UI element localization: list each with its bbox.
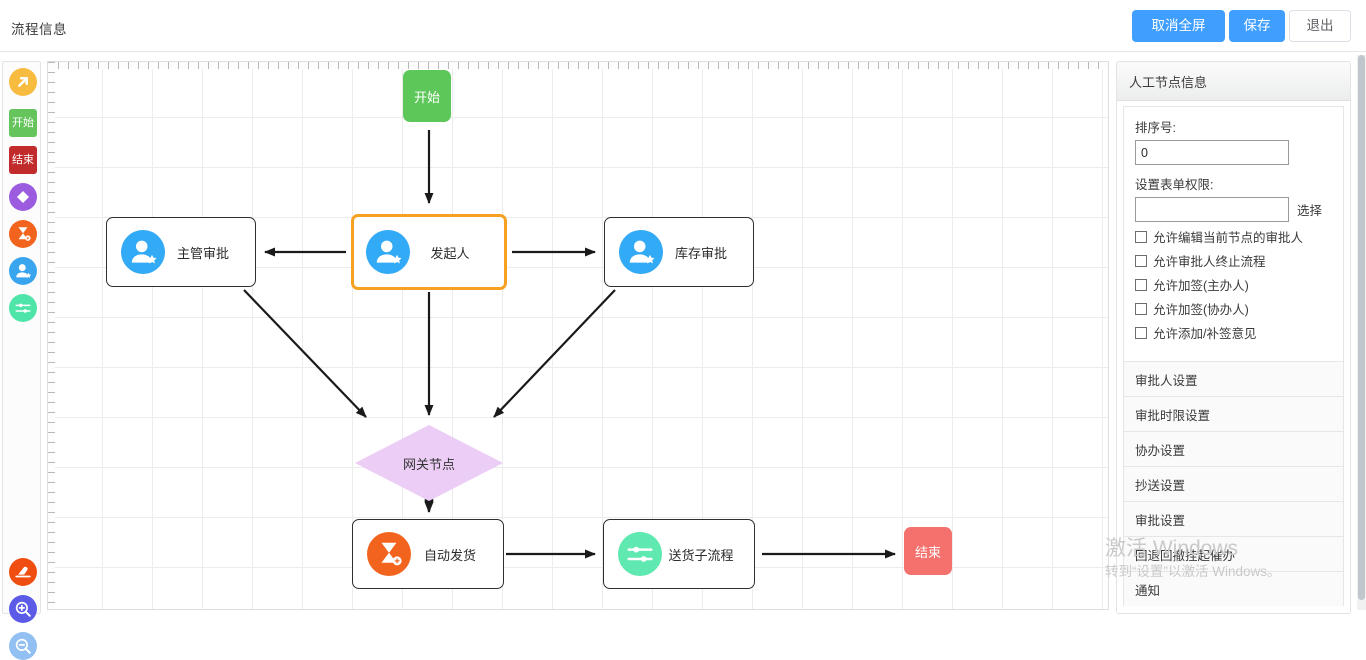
checkbox[interactable] [1135,254,1147,267]
checkbox[interactable] [1135,326,1147,339]
hourglass-icon [367,532,411,576]
zoom-out-tool[interactable] [9,632,37,660]
exit-button[interactable]: 退出 [1289,10,1351,42]
sliders-icon [618,532,662,576]
section-label: 回退回撤挂起催办 [1135,548,1236,563]
node-label: 网关节点 [402,456,455,472]
permission-label: 允许审批人终止流程 [1153,255,1266,269]
zoom-in-tool[interactable] [9,595,37,623]
choose-form-permission-link[interactable]: 选择 [1297,204,1323,218]
node-palette: 开始结束 [2,61,41,660]
node-label: 开始 [413,89,440,105]
page-scrollbar[interactable] [1357,55,1366,610]
zoom-out-icon [14,637,32,655]
flow-node-autoship[interactable]: 自动发货 [352,519,504,589]
gateway-tool[interactable] [9,183,37,211]
user-icon [619,230,663,274]
permission-row-0[interactable]: 允许编辑当前节点的审批人 [1135,227,1332,246]
flow-node-subflow[interactable]: 送货子流程 [603,519,755,589]
section-label: 审批人设置 [1135,373,1198,388]
flow-node-start[interactable]: 开始 [403,70,451,122]
sort-number-label: 排序号: [1135,121,1176,135]
cancel-fullscreen-button[interactable]: 取消全屏 [1132,10,1225,42]
checkbox[interactable] [1135,302,1147,315]
section-label: 通知 [1135,583,1161,598]
flow-node-end[interactable]: 结束 [904,527,952,575]
panel-form: 排序号: 0 设置表单权限: 选择 允许编辑当前节点的审批人允许审批人终止流程允… [1124,107,1343,348]
permission-row-1[interactable]: 允许审批人终止流程 [1135,251,1332,270]
end-icon: 结束 [12,153,34,166]
sort-number-input[interactable]: 0 [1135,140,1289,165]
auto-task-tool[interactable] [9,220,37,248]
settings-section-4[interactable]: 审批设置 [1124,501,1343,536]
section-label: 抄送设置 [1135,478,1186,493]
zoom-in-icon [14,600,32,618]
permission-row-3[interactable]: 允许加签(协办人) [1135,299,1332,318]
node-properties-panel: 人工节点信息 排序号: 0 设置表单权限: 选择 允许编辑当前节点的审批人允许审… [1116,61,1351,614]
eraser-tool[interactable] [9,558,37,586]
subprocess-tool[interactable] [9,294,37,322]
node-label: 送货子流程 [668,547,734,563]
form-permission-input[interactable] [1135,197,1289,222]
top-bar: 流程信息 取消全屏 保存 退出 [0,0,1366,52]
page-title: 流程信息 [11,22,67,37]
settings-section-2[interactable]: 协办设置 [1124,431,1343,466]
section-label: 审批时限设置 [1135,408,1211,423]
start-icon: 开始 [12,116,34,129]
user-task-tool[interactable] [9,257,37,285]
sliders-icon [14,299,32,317]
node-label: 发起人 [430,245,470,261]
flow-node-gateway[interactable]: 网关节点 [355,425,503,501]
settings-section-5[interactable]: 回退回撤挂起催办 [1124,536,1343,571]
permission-label: 允许编辑当前节点的审批人 [1153,231,1304,245]
checkbox[interactable] [1135,230,1147,243]
form-permission-label: 设置表单权限: [1135,178,1214,192]
settings-section-1[interactable]: 审批时限设置 [1124,396,1343,431]
permission-checkbox-list: 允许编辑当前节点的审批人允许审批人终止流程允许加签(主办人) 允许加签(协办人) 允… [1135,227,1332,342]
section-label: 协办设置 [1135,443,1186,458]
hourglass-plus-icon [14,225,32,243]
section-label: 审批设置 [1135,513,1186,528]
canvas-grid [55,69,1108,609]
node-label: 结束 [914,544,941,560]
permission-label: 允许添加/补签意见 [1153,327,1257,341]
settings-section-6[interactable]: 通知 [1124,571,1343,606]
permission-label: 允许加签(主办人) [1153,279,1249,293]
user-icon [366,230,410,274]
end-node-tool[interactable]: 结束 [9,146,37,174]
flow-canvas[interactable]: 开始主管审批 发起人 库存审批网关节点自动发货 送货子流程 结束 [47,61,1109,610]
save-button[interactable]: 保存 [1229,10,1285,42]
permission-row-4[interactable]: 允许添加/补签意见 [1135,323,1332,342]
settings-section-3[interactable]: 抄送设置 [1124,466,1343,501]
checkbox[interactable] [1135,278,1147,291]
flow-node-initiator[interactable]: 发起人 [351,214,507,290]
user-icon [121,230,165,274]
eraser-icon [14,563,32,581]
node-label: 自动发货 [423,547,476,563]
settings-section-0[interactable]: 审批人设置 [1124,361,1343,396]
panel-body: 排序号: 0 设置表单权限: 选择 允许编辑当前节点的审批人允许审批人终止流程允… [1123,106,1344,606]
connector-tool[interactable] [9,68,37,96]
node-label: 库存审批 [674,245,727,261]
flow-node-inventory[interactable]: 库存审批 [604,217,754,287]
user-plus-icon [14,262,32,280]
node-label: 主管审批 [176,245,229,261]
panel-title: 人工节点信息 [1117,62,1350,101]
permission-row-2[interactable]: 允许加签(主办人) [1135,275,1332,294]
scrollbar-thumb[interactable] [1358,55,1365,600]
settings-section-list: 审批人设置审批时限设置协办设置抄送设置审批设置回退回撤挂起催办通知 [1124,361,1343,606]
ruler-horizontal [48,62,1108,69]
start-node-tool[interactable]: 开始 [9,109,37,137]
diamond-icon [14,188,32,206]
arrow-up-right-icon [14,73,32,91]
ruler-vertical [48,62,55,609]
permission-label: 允许加签(协办人) [1153,303,1249,317]
flow-node-manager[interactable]: 主管审批 [106,217,256,287]
